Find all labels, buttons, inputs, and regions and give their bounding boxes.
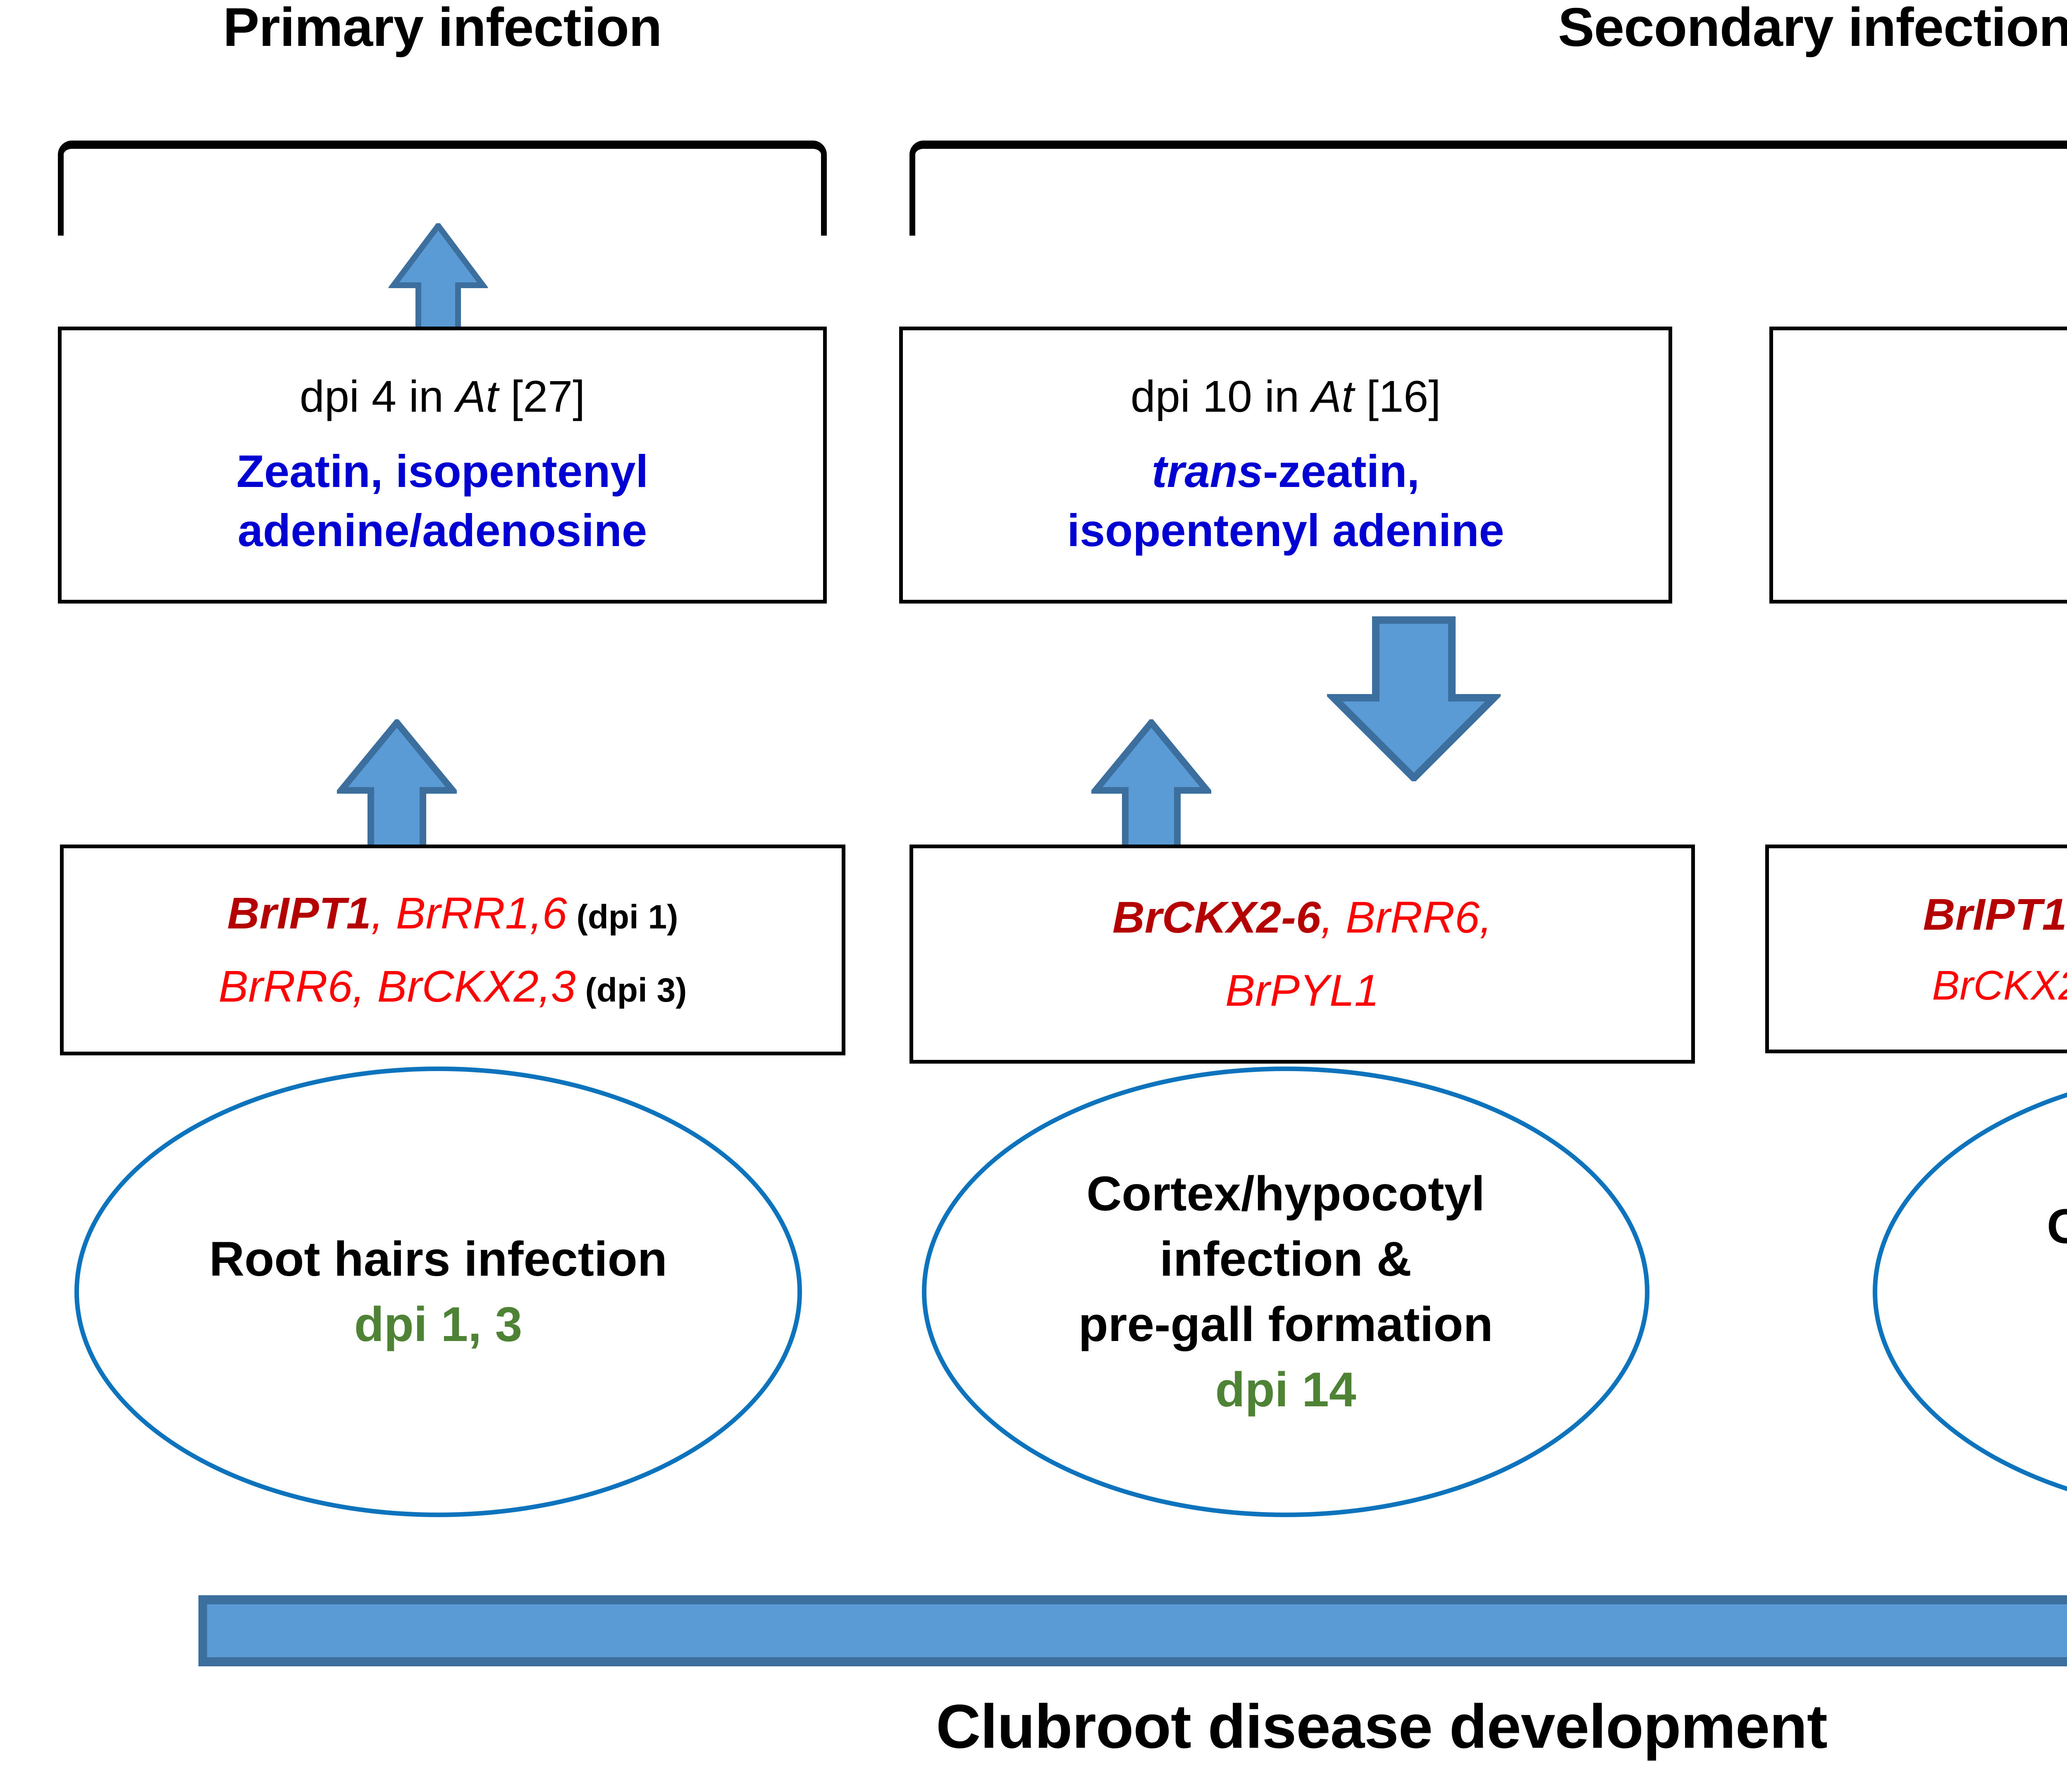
heading-reference: [27] bbox=[498, 371, 585, 422]
gene-italic: BrRR6, bbox=[1346, 892, 1492, 943]
cytokinin-line: Zeatin, isopentenyl bbox=[236, 446, 649, 497]
gene-bold: BrIPT1 bbox=[1923, 889, 2067, 940]
phase-title-secondary: Secondary infection bbox=[1558, 0, 2067, 57]
cytokinin-line: trans-zeatin, bbox=[1152, 442, 1420, 501]
gene-row: BrCKX2-6, BrRR6, bbox=[1112, 888, 1492, 947]
gene-box-primary: BrIPT1, BrRR1,6 (dpi 1) BrRR6, BrCKX2,3 … bbox=[60, 845, 845, 1055]
trans-prefix: trans bbox=[1152, 446, 1263, 497]
stage-ellipse-cortex: Cortex/hypocotyl infection & pre-gall fo… bbox=[922, 1067, 1649, 1517]
heading-species: At bbox=[456, 371, 499, 422]
cytokinin-box-secondary-late: dpi 35 in Br [44] Zeatin, zeatin ribosid… bbox=[1769, 327, 2067, 604]
gene-bold: BrIPT1 bbox=[227, 888, 371, 938]
stage-ellipse-root-hairs: Root hairs infection dpi 1, 3 bbox=[74, 1067, 802, 1517]
gene-dpi-note: (dpi 1) bbox=[567, 898, 678, 936]
arrow-up-to-primary-bracket bbox=[389, 223, 488, 335]
stage-label: Cortex/hypocotyl bbox=[1086, 1166, 1485, 1221]
heading-prefix: dpi 4 in bbox=[299, 371, 456, 422]
cytokinin-box-secondary-early-heading: dpi 10 in At [16] bbox=[1131, 370, 1441, 422]
gene-row: BrCKX2,3 (dpi 28); BrRR3,4 (dpi 35) bbox=[1932, 958, 2067, 1013]
stage-ellipse-gall: Gall formation & enlargement dpi 28, d35 bbox=[1873, 1067, 2067, 1517]
arrow-up-genes-to-cytokinin-primary bbox=[337, 719, 457, 852]
arrow-up-genes-to-cytokinin-middle bbox=[1091, 719, 1211, 852]
gene-bold: BrCKX2-6 bbox=[1112, 892, 1321, 943]
bracket-secondary bbox=[909, 141, 2067, 236]
stage-label: pre-gall formation bbox=[1078, 1297, 1493, 1352]
gene-box-middle: BrCKX2-6, BrRR6, BrPYL1 bbox=[909, 845, 1695, 1064]
cytokinin-line: isopentenyl adenine bbox=[1067, 505, 1504, 556]
bracket-primary bbox=[58, 141, 827, 236]
gene-italic: BrPYL1 bbox=[1225, 965, 1380, 1015]
heading-species: At bbox=[1312, 371, 1354, 422]
stage-label: Gall formation & bbox=[2047, 1199, 2067, 1254]
heading-prefix: dpi 10 in bbox=[1130, 371, 1312, 422]
gene-separator: , bbox=[1321, 892, 1346, 943]
gene-italic: BrRR6, BrCKX2,3 bbox=[218, 961, 576, 1011]
gene-italic: BrRR1,6 bbox=[396, 888, 567, 938]
gene-row: BrPYL1 bbox=[1225, 961, 1379, 1020]
gene-separator: , bbox=[371, 888, 396, 938]
heading-reference: [16] bbox=[1354, 371, 1441, 422]
gene-row: BrRR6, BrCKX2,3 (dpi 3) bbox=[218, 957, 687, 1016]
arrow-down-cytokinin-to-genes-middle bbox=[1327, 616, 1501, 781]
phase-title-primary: Primary infection bbox=[223, 0, 662, 57]
stage-dpi: dpi 14 bbox=[1215, 1362, 1356, 1417]
stage-dpi: dpi 1, 3 bbox=[354, 1297, 523, 1352]
timeline-caption: Clubroot disease development bbox=[936, 1692, 1828, 1761]
stage-label: infection & bbox=[1160, 1231, 1412, 1286]
zeatin-suffix: -zeatin, bbox=[1263, 446, 1420, 497]
stage-label: Root hairs infection bbox=[209, 1231, 667, 1286]
gene-box-late: BrIPT1, HK1, PUP1, RR1 (dpi 28) BrCKX2,3… bbox=[1765, 845, 2067, 1053]
cytokinin-line: adenine/adenosine bbox=[237, 505, 647, 556]
gene-italic: BrCKX2,3 bbox=[1932, 962, 2067, 1009]
gene-row: BrIPT1, BrRR1,6 (dpi 1) bbox=[227, 884, 678, 943]
timeline-arrow-right bbox=[198, 1595, 2067, 1666]
gene-row: BrIPT1, HK1, PUP1, RR1 (dpi 28) bbox=[1923, 885, 2067, 944]
cytokinin-box-secondary-early: dpi 10 in At [16] trans-zeatin, isopente… bbox=[899, 327, 1672, 604]
cytokinin-box-primary-heading: dpi 4 in At [27] bbox=[300, 370, 585, 422]
gene-dpi-note: (dpi 3) bbox=[575, 971, 687, 1009]
cytokinin-box-primary: dpi 4 in At [27] Zeatin, isopentenyl ade… bbox=[58, 327, 827, 604]
